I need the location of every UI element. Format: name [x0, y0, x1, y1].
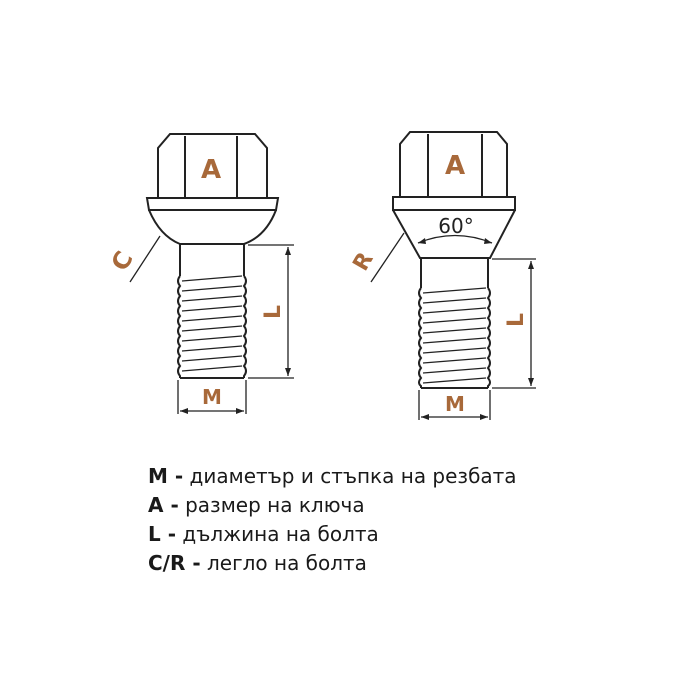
left-thread	[177, 275, 247, 379]
left-length-label: L	[261, 305, 286, 319]
legend: M - диаметър и стъпка на резбата A - раз…	[148, 462, 517, 578]
left-bolt: A C L M	[106, 133, 294, 414]
right-seat-label: R	[349, 248, 379, 275]
right-length-label: L	[504, 313, 529, 327]
legend-row-l: L - дължина на болта	[148, 522, 379, 546]
right-thread	[418, 287, 491, 389]
legend-row-cr: C/R - легло на болта	[148, 551, 367, 575]
legend-row-a: A - размер на ключа	[148, 493, 365, 517]
left-hex-label: A	[201, 155, 221, 185]
angle-label: 60°	[438, 214, 473, 238]
left-thread-label: M	[202, 385, 222, 409]
right-bolt: A 60° R L M	[349, 131, 536, 420]
legend-row-m: M - диаметър и стъпка на резбата	[148, 464, 517, 488]
right-thread-label: M	[445, 392, 465, 416]
left-seat-label: C	[106, 246, 139, 275]
right-hex-label: A	[445, 151, 465, 181]
